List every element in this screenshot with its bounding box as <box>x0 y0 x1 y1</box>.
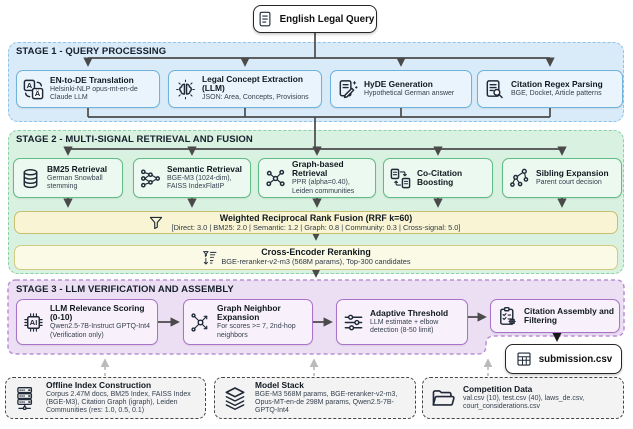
rerank-title: Cross-Encoder Reranking <box>261 247 371 257</box>
node-citation-assembly: Citation Assembly and Filtering <box>490 299 620 333</box>
node-subtitle: BGE, Docket, Article patterns <box>511 89 602 97</box>
clipboard-gear-icon <box>496 305 519 328</box>
output-label: submission.csv <box>538 353 613 365</box>
node-title: Co-Citation Boosting <box>417 167 463 187</box>
sort-icon <box>201 249 219 267</box>
node-title: EN-to-DE Translation <box>50 74 134 85</box>
spreadsheet-icon <box>515 350 533 368</box>
brain-extraction-icon <box>174 78 197 101</box>
svg-text:Ä: Ä <box>35 89 41 98</box>
weighted-rrf-band: Weighted Reciprocal Rank Fusion (RRF k=6… <box>14 211 618 234</box>
resource-title: Competition Data <box>463 383 533 394</box>
svg-text:A: A <box>27 80 33 89</box>
co-citation-icon <box>389 167 412 190</box>
stage3-title: STAGE 3 - LLM VERIFICATION AND ASSEMBLY <box>16 284 234 295</box>
english-legal-query-node: English Legal Query <box>253 5 377 33</box>
node-subtitle: German Snowball stemming <box>47 174 103 191</box>
folder-icon <box>430 385 456 411</box>
svg-text:AI: AI <box>30 318 38 327</box>
node-subtitle: LLM estimate + elbow detection (8-50 lim… <box>370 318 439 335</box>
pen-document-icon <box>336 78 359 101</box>
node-title: LLM Relevance Scoring (0-10) <box>50 303 145 323</box>
graph-icon <box>264 167 287 190</box>
node-llm-relevance-scoring: AI LLM Relevance Scoring (0-10)Qwen2.5-7… <box>16 299 158 345</box>
node-title: Adaptive Threshold <box>370 307 449 318</box>
node-title: Citation Assembly and Filtering <box>524 305 614 325</box>
node-subtitle: Parent court decision <box>536 178 602 186</box>
node-subtitle: Helsinki-NLP opus-mt-en-de Claude LLM <box>50 85 138 102</box>
network-icon <box>139 167 162 190</box>
fusion-weights: [Direct: 3.0 | BM25: 2.0 | Semantic: 1.2… <box>171 222 461 232</box>
node-title: BM25 Retrieval <box>47 163 108 174</box>
node-subtitle: BGE-M3 (1024-dim), FAISS IndexFlatIP <box>167 174 232 191</box>
document-icon <box>256 10 274 28</box>
resource-subtitle: BGE-M3 568M params, BGE-reranker-v2-m3, … <box>255 390 398 415</box>
stage2-title: STAGE 2 - MULTI-SIGNAL RETRIEVAL AND FUS… <box>16 134 253 145</box>
database-icon <box>19 167 42 190</box>
document-search-icon <box>483 78 506 101</box>
stage1-title: STAGE 1 - QUERY PROCESSING <box>16 46 167 57</box>
tree-branch-icon <box>508 167 531 190</box>
sliders-icon <box>342 311 365 334</box>
rerank-subtitle: BGE-reranker-v2-m3 (568M params), Top-30… <box>221 256 411 266</box>
ai-chip-icon: AI <box>22 311 45 334</box>
node-title: Graph-based Retrieval <box>292 159 344 179</box>
layers-icon <box>222 385 248 411</box>
resource-subtitle: val.csv (10), test.csv (40), laws_de.csv… <box>463 394 585 411</box>
node-legal-concept-extraction: Legal Concept Extraction (LLM)JSON: Area… <box>168 70 322 108</box>
node-title: Citation Regex Parsing <box>511 78 603 89</box>
funnel-icon <box>147 214 165 232</box>
node-expand-icon <box>189 311 212 334</box>
resource-title: Model Stack <box>255 379 304 390</box>
node-title: Graph Neighbor Expansion <box>217 303 281 323</box>
resource-subtitle: Corpus 2.47M docs, BM25 Index, FAISS Ind… <box>46 390 191 415</box>
node-co-citation-boosting: Co-Citation Boosting <box>383 158 493 198</box>
node-title: HyDE Generation <box>364 78 433 89</box>
node-subtitle: Qwen2.5-7B-Instruct GPTQ-Int4 (Verificat… <box>50 323 150 339</box>
query-label: English Legal Query <box>279 13 375 25</box>
node-subtitle: For scores >= 7, 2nd-hop neighbors <box>217 323 296 339</box>
cross-encoder-band: Cross-Encoder Reranking BGE-reranker-v2-… <box>14 245 618 270</box>
node-subtitle: Hypothetical German answer <box>364 89 455 97</box>
submission-csv-node: submission.csv <box>505 344 622 374</box>
node-subtitle: PPR (alpha=0.40), Leiden communities <box>292 179 355 195</box>
fusion-title: Weighted Reciprocal Rank Fusion (RRF k=6… <box>219 213 413 223</box>
resource-title: Offline Index Construction <box>46 379 152 390</box>
node-title: Legal Concept Extraction (LLM) <box>202 74 303 94</box>
node-title: Semantic Retrieval <box>167 163 242 174</box>
node-subtitle: JSON: Area, Concepts, Provisions <box>202 94 309 102</box>
node-title: Sibling Expansion <box>536 167 609 178</box>
server-icon <box>13 385 39 411</box>
